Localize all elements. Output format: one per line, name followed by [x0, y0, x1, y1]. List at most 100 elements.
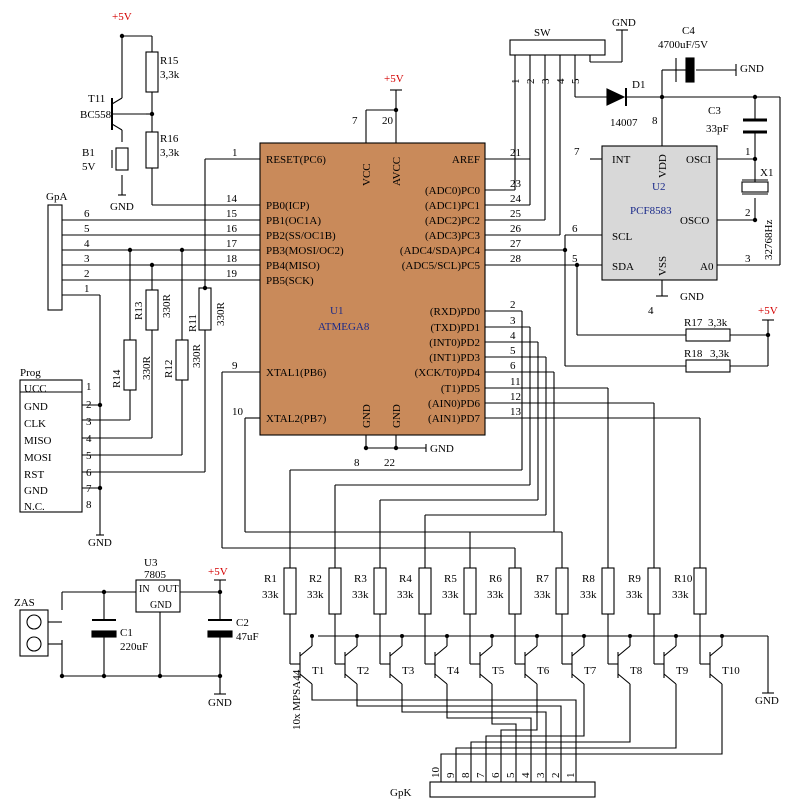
gpk-pin-num: 10: [430, 767, 442, 779]
gpk-label: GpK: [390, 787, 411, 799]
u2-pin-name: OSCO: [680, 215, 709, 227]
row-resistor-val: 33k: [580, 589, 597, 601]
row-transistor-collector: [617, 645, 631, 657]
r18-val: 3,3k: [710, 348, 730, 360]
row-resistor-ref: R4: [399, 573, 412, 585]
row-junction: [720, 634, 724, 638]
u1-pin-name-right: AREF: [452, 154, 480, 166]
c2-ref: C2: [236, 617, 249, 629]
gpa-pin-num: 4: [84, 238, 90, 250]
row-resistor: [373, 567, 387, 615]
t11-type: BC558: [80, 109, 112, 121]
u1-pin-name-bottom: GND: [361, 404, 373, 428]
row-transistor-collector: [709, 645, 723, 657]
prog-pin-num: 4: [86, 433, 92, 445]
prog-pin-num: 2: [86, 399, 92, 411]
row-transistor-collector: [344, 645, 358, 657]
c2-val: 47uF: [236, 631, 259, 643]
row-junction: [400, 634, 404, 638]
b1-val: 5V: [82, 161, 96, 173]
c4-ref: C4: [682, 25, 695, 37]
u1-pin-name-right: (T1)PD5: [441, 383, 481, 395]
prog-pin-num: 1: [86, 381, 92, 393]
c1-ref: C1: [120, 627, 133, 639]
row-junction: [310, 634, 314, 638]
gpk-pin-num: 4: [520, 772, 532, 778]
x1-ref: X1: [760, 167, 773, 179]
row-junction: [445, 634, 449, 638]
u1-pin-name-left: XTAL2(PB7): [266, 413, 327, 425]
row-transistor-ref: T4: [447, 665, 460, 677]
u3-ref: U3: [144, 557, 158, 569]
row-transistor-ref: T10: [722, 665, 740, 677]
gnd-label-u2: GND: [680, 291, 704, 303]
c3-val: 33pF: [706, 123, 729, 135]
row-output-wire: [356, 684, 562, 782]
row-transistor-collector: [434, 645, 448, 657]
driver-row: R133kT1R233kT2R333kT3R433kT4R533kT5R633k…: [262, 567, 740, 782]
r13-val: 330R: [161, 294, 173, 319]
u1-pin-num-right: 12: [510, 391, 521, 403]
u2-pin-num: 6: [572, 223, 578, 235]
u2-pin-name: INT: [612, 154, 631, 166]
u1-pin-name-right: (ADC0)PC0: [425, 185, 481, 197]
junction-dot: [202, 285, 208, 291]
r15-ref: R15: [160, 55, 179, 67]
u1-pin-num-right: 25: [510, 208, 522, 220]
u1-pin-num-top: 7: [352, 115, 358, 127]
junction-dot: [752, 156, 758, 162]
row-output-wire: [500, 684, 538, 782]
row-transistor-ref: T2: [357, 665, 369, 677]
row-resistor-val: 33k: [442, 589, 459, 601]
u1-pin-name-right: (RXD)PD0: [430, 306, 481, 318]
u2-pin-num: 5: [572, 253, 578, 265]
gpa-pin-num: 6: [84, 208, 90, 220]
junction-dot: [752, 217, 758, 223]
row-output-wire: [485, 684, 585, 782]
sw-pin-num: 1: [510, 79, 522, 85]
row-resistor-ref: R1: [264, 573, 277, 585]
junction-dot: [119, 33, 125, 39]
u3-in: IN: [139, 584, 150, 595]
u2-pin-num: 7: [574, 146, 580, 158]
prog-pin-num: 3: [86, 416, 92, 428]
row-transistor-emitter: [434, 673, 448, 685]
r14-ref: R14: [111, 369, 123, 388]
gnd-label-c4: GND: [740, 63, 764, 75]
row-resistor-ref: R2: [309, 573, 322, 585]
row-resistor-ref: R10: [674, 573, 693, 585]
row-transistor-emitter: [479, 673, 493, 685]
row-resistor-ref: R7: [536, 573, 549, 585]
u1-pin-name-bottom: GND: [391, 404, 403, 428]
r12-ref: R12: [163, 360, 175, 378]
r17-ref: R17: [684, 317, 703, 329]
row-resistor-ref: R8: [582, 573, 595, 585]
row-resistor-ref: R6: [489, 573, 502, 585]
u2-ref: U2: [652, 181, 665, 193]
row-junction: [355, 634, 359, 638]
r16-val: 3,3k: [160, 147, 180, 159]
u1-pin-num-right: 4: [510, 330, 516, 342]
vcc-label-psu: +5V: [208, 566, 228, 578]
row-resistor-ref: R3: [354, 573, 367, 585]
labels: +5V +5V +5V +5V GND GND GND GND GND GND …: [14, 11, 779, 799]
sw-pin-num: 3: [540, 78, 552, 84]
row-output-wire: [491, 684, 517, 782]
row-transistor-ref: T8: [630, 665, 643, 677]
u1-pin-num-left: 1: [232, 147, 238, 159]
row-output-wire: [440, 684, 723, 782]
junction-dot: [393, 445, 399, 451]
u1-pin-num-left: 17: [226, 238, 238, 250]
u1-pin-name-right: (ADC3)PC3: [425, 230, 481, 242]
row-output-wire: [446, 684, 532, 782]
row-transistor-emitter: [389, 673, 403, 685]
u2-pin-name: SDA: [612, 261, 634, 273]
u1-pin-name-left: PB4(MISO): [266, 260, 320, 272]
u1-pin-name-right: (ADC5/SCL)PC5: [402, 260, 481, 272]
junction-dot: [574, 262, 580, 268]
row-transistor-collector: [389, 645, 403, 657]
gpk-pin-num: 6: [490, 772, 502, 778]
junction-dot: [101, 673, 107, 679]
